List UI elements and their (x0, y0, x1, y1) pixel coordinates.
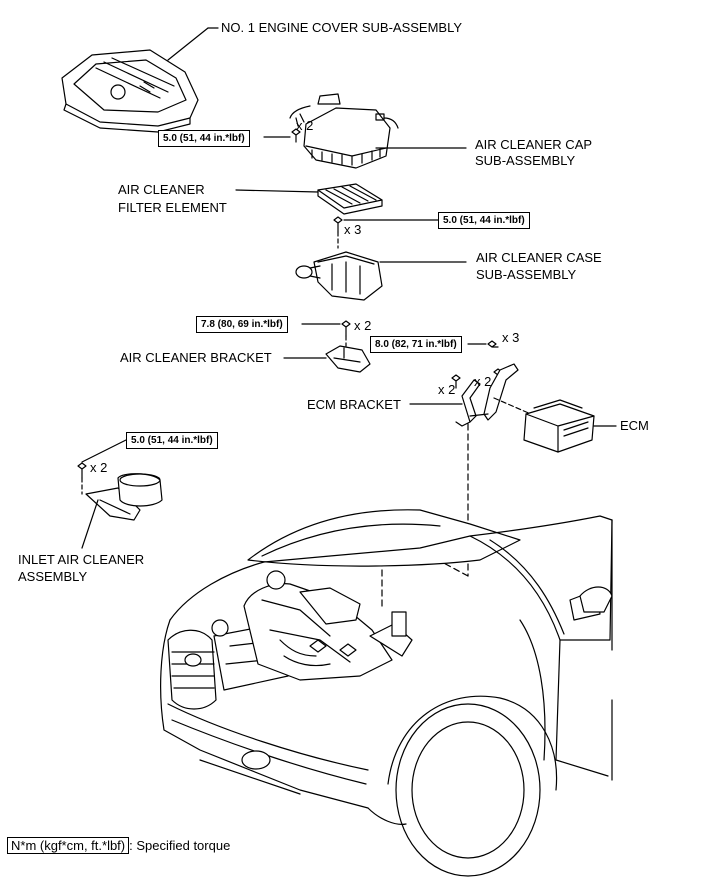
leader-inlet-torque (81, 439, 127, 463)
label-air-cleaner-case-line2: SUB-ASSEMBLY (476, 267, 577, 282)
torque-inlet-bolts: 5.0 (51, 44 in.*lbf) (126, 432, 218, 449)
label-air-cleaner-bracket: AIR CLEANER BRACKET (120, 350, 272, 365)
label-ecm: ECM (620, 418, 649, 433)
air-cleaner-cap-part (289, 93, 399, 169)
torque-case-bolts: 5.0 (51, 44 in.*lbf) (438, 212, 530, 229)
vehicle-illustration (160, 509, 613, 877)
air-cleaner-case-part (295, 251, 383, 301)
label-air-cleaner-case-line1: AIR CLEANER CASE (476, 250, 602, 265)
inlet-air-cleaner-part (85, 473, 163, 521)
leader-filter-element (235, 189, 319, 193)
inlet-bolts (77, 462, 87, 479)
cap-bolts (291, 128, 301, 143)
air-cleaner-bracket-part (325, 345, 371, 373)
bracket-bolts (341, 320, 351, 337)
qty-ecm-bracket-left: x 2 (438, 382, 456, 397)
label-inlet-air-cleaner-line1: INLET AIR CLEANER (18, 552, 145, 567)
qty-case: x 3 (344, 222, 362, 237)
label-inlet-air-cleaner-line2: ASSEMBLY (18, 569, 88, 584)
label-air-cleaner-cap-line1: AIR CLEANER CAP (475, 137, 593, 152)
leader-inlet-air-cleaner (81, 499, 99, 549)
torque-ecm-bracket-bolts: 8.0 (82, 71 in.*lbf) (370, 336, 462, 353)
label-engine-cover: NO. 1 ENGINE COVER SUB-ASSEMBLY (221, 20, 463, 35)
qty-ecm-bracket-top: x 3 (502, 330, 520, 345)
label-filter-element-line1: AIR CLEANER (118, 182, 205, 197)
filter-element-part (317, 183, 383, 215)
label-air-cleaner-cap-line2: SUB-ASSEMBLY (475, 153, 576, 168)
label-ecm-bracket: ECM BRACKET (307, 397, 401, 412)
qty-inlet: x 2 (90, 460, 108, 475)
qty-cap: x 2 (296, 118, 314, 133)
ecm-part (523, 399, 595, 453)
legend-unit-box: N*m (kgf*cm, ft.*lbf) (7, 837, 130, 854)
torque-bracket-bolts: 7.8 (80, 69 in.*lbf) (196, 316, 288, 333)
qty-bracket: x 2 (354, 318, 372, 333)
label-filter-element-line2: FILTER ELEMENT (118, 200, 227, 215)
torque-legend: N*m (kgf*cm, ft.*lbf): Specified torque (7, 837, 231, 854)
leader-engine-cover (167, 27, 209, 61)
legend-text: : Specified torque (129, 838, 231, 853)
torque-cap-bolts: 5.0 (51, 44 in.*lbf) (158, 130, 250, 147)
case-bolts (333, 216, 343, 233)
ecm-bracket-part (455, 363, 519, 427)
engine-cover-part (61, 49, 199, 133)
qty-ecm-bracket-right: x 2 (474, 374, 492, 389)
